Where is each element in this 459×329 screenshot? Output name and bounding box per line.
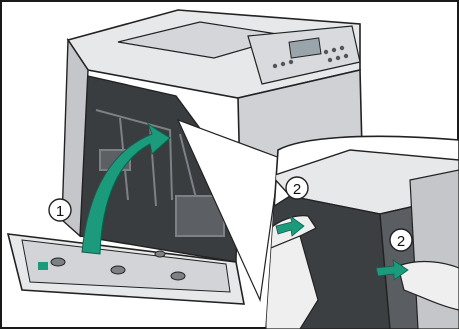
step-1-label: 1 [56, 203, 64, 220]
step-2-badge-left: 2 [286, 177, 308, 199]
front-cover-green-tab [38, 262, 48, 270]
control-panel-display [289, 38, 321, 58]
step-2-label-left: 2 [293, 181, 301, 198]
step-2-label-right: 2 [397, 233, 405, 250]
step-2-badge-right: 2 [390, 229, 412, 251]
detail-inset: 2 2 [266, 136, 459, 329]
step-1-badge: 1 [49, 199, 71, 221]
